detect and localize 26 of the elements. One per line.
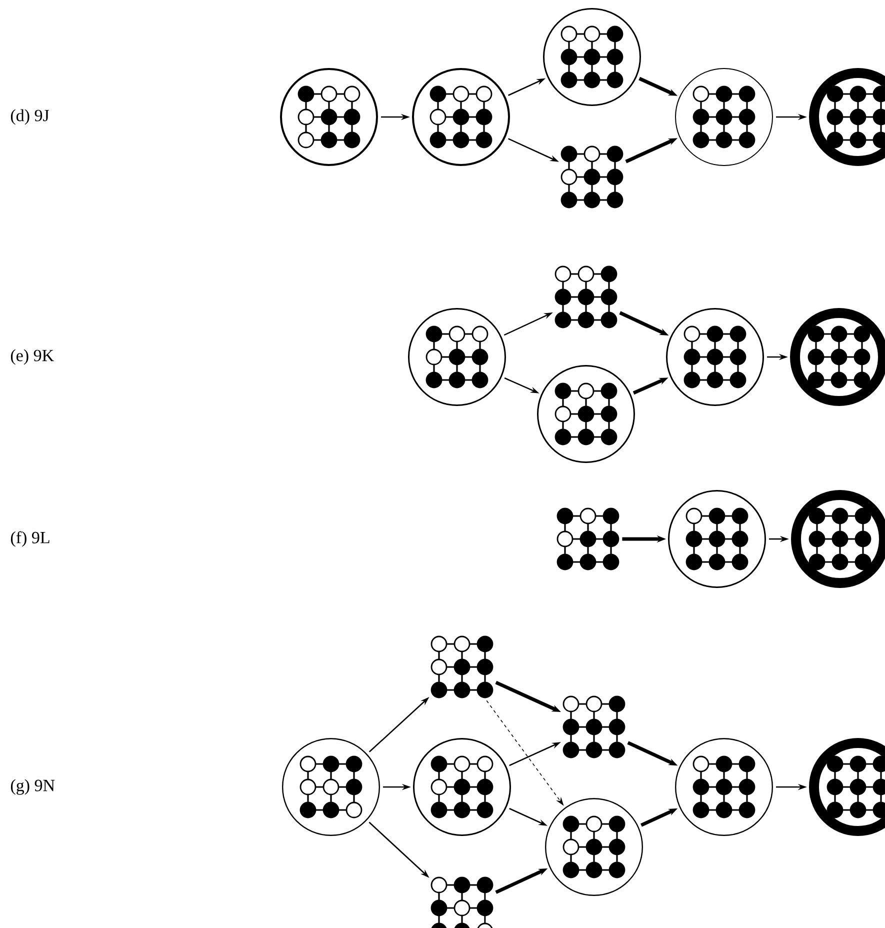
panel-label: (f) 9L: [10, 531, 50, 547]
state-circle: [791, 490, 885, 588]
dot-grid-drawing: [556, 508, 620, 570]
dot-grid-drawing: [562, 696, 626, 758]
panel-label: (d) 9J: [10, 109, 50, 125]
state-circle: [543, 8, 641, 106]
state-circle: [666, 308, 764, 406]
state-circle: [408, 308, 506, 406]
state-circle: [545, 798, 643, 896]
state-circle: [668, 490, 766, 588]
panel-label: (e) 9K: [10, 349, 54, 365]
state-circle: [809, 738, 885, 836]
dot-grid-drawing: [554, 266, 618, 328]
state-circle: [413, 738, 511, 836]
state-circle: [282, 738, 380, 836]
state-circle: [675, 738, 773, 836]
state-circle: [280, 68, 378, 166]
state-circle: [412, 68, 510, 166]
state-circle: [675, 68, 773, 166]
panel-label: (g) 9N: [10, 779, 55, 795]
dot-grid-drawing: [430, 876, 494, 928]
dot-grid-drawing: [560, 146, 624, 208]
state-circle: [790, 308, 885, 406]
state-circle: [809, 68, 885, 166]
state-circle: [537, 365, 635, 463]
dot-grid-drawing: [430, 636, 494, 698]
